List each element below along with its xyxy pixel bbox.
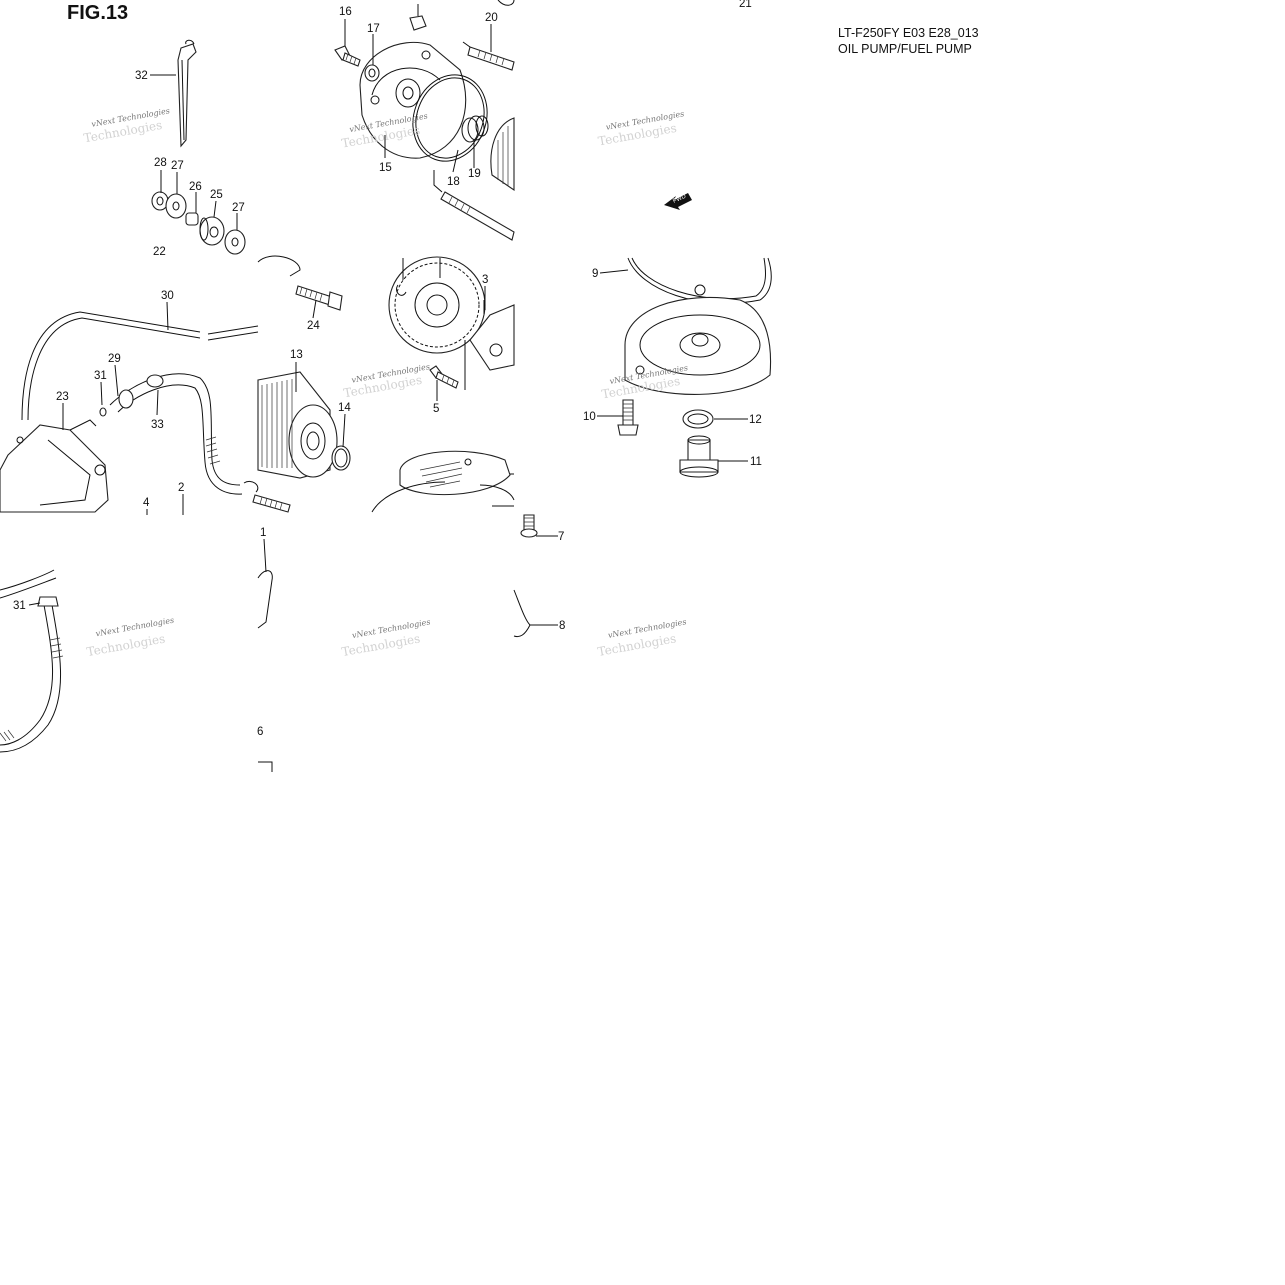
callout-12: 12: [749, 414, 762, 426]
callout-31b: 31: [13, 600, 26, 612]
fwd-arrow-icon: FWD: [664, 193, 692, 210]
model-code: LT-F250FY E03 E28_013: [838, 26, 979, 40]
callout-27b: 27: [232, 202, 245, 214]
callout-17: 17: [367, 23, 380, 35]
part-bolt-24: [295, 285, 343, 311]
part-drain-plug-11: [679, 435, 719, 478]
callout-2: 2: [178, 482, 184, 494]
callout-labels: 16 17 20 21 32 15 18 19 28 27 26 25 27 2…: [13, 0, 762, 738]
part-filter-partial: [490, 117, 515, 192]
part-spring-19: [461, 115, 489, 143]
callout-9: 9: [592, 268, 598, 280]
callout-25: 25: [210, 189, 223, 201]
part-stud: [243, 480, 291, 513]
part-zip-tie: [177, 39, 197, 148]
diagram-name: OIL PUMP/FUEL PUMP: [838, 42, 972, 56]
figure-title: FIG.13: [67, 2, 129, 24]
callout-11: 11: [750, 456, 762, 468]
part-gasket-9: [627, 257, 772, 304]
part-o-ring-12: [682, 409, 714, 429]
part-hose-30: [21, 311, 259, 421]
part-cover-edge: [257, 255, 301, 277]
callout-5: 5: [433, 403, 439, 415]
callout-7: 7: [558, 531, 564, 543]
callout-26: 26: [189, 181, 202, 193]
missing-tiles: [0, 60, 1285, 1285]
callout-6: 6: [257, 726, 263, 738]
callout-28: 28: [154, 157, 167, 169]
model-info: LT-F250FY E03 E28_013 OIL PUMP/FUEL PUMP: [838, 25, 979, 57]
callout-20: 20: [485, 12, 498, 24]
callout-27: 27: [171, 160, 184, 172]
part-hose-31-lower: [0, 569, 64, 753]
part-washer-stack: [151, 191, 246, 255]
part-stud-20: [462, 0, 515, 71]
callout-29: 29: [108, 353, 121, 365]
part-pump-case-1: [257, 570, 273, 629]
part-long-stud-21: [433, 170, 515, 241]
callout-18: 18: [447, 176, 460, 188]
callout-30: 30: [161, 290, 174, 302]
leader-lines: [28, 4, 748, 626]
callout-14: 14: [338, 402, 351, 414]
callout-23: 23: [56, 391, 69, 403]
callout-3: 3: [482, 274, 488, 286]
svg-text:FWD: FWD: [672, 193, 688, 204]
callout-22: 22: [153, 246, 166, 258]
part-oil-pump-body: [464, 300, 515, 390]
part-oil-strainer: [371, 450, 515, 513]
callout-33: 33: [151, 419, 164, 431]
callout-31: 31: [94, 370, 107, 382]
part-bolt-7: [520, 514, 538, 538]
part-bracket-6: [258, 761, 273, 772]
callout-4: 4: [143, 497, 150, 509]
part-oil-pump-cover: [334, 15, 467, 159]
part-bolt-10: [617, 399, 639, 436]
part-fuel-pump: [0, 407, 109, 513]
callout-24: 24: [307, 320, 320, 332]
part-gasket-8: [513, 589, 531, 638]
callout-21: 21: [739, 0, 752, 10]
callout-10: 10: [583, 411, 596, 423]
callout-13: 13: [290, 349, 303, 361]
part-bolt-5: [429, 365, 459, 389]
callout-8: 8: [559, 620, 565, 632]
callout-15: 15: [379, 162, 392, 174]
part-hose-33: [109, 373, 243, 495]
part-drain-cover: [624, 284, 772, 395]
part-oil-filter: [257, 371, 351, 479]
callout-1: 1: [260, 527, 266, 539]
callout-16: 16: [339, 6, 352, 18]
callout-32: 32: [135, 70, 148, 82]
callout-19: 19: [468, 168, 481, 180]
